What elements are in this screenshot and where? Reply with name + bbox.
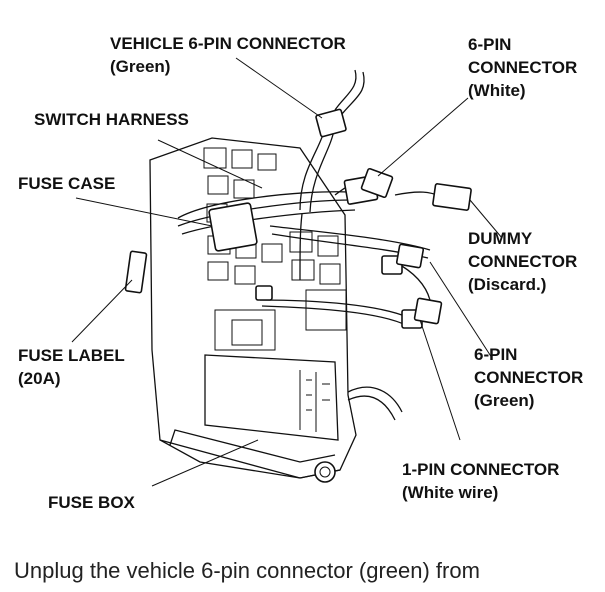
label-6-pin-connector-white: 6-PIN CONNECTOR (White) <box>468 35 578 100</box>
label-fuse-label: FUSE LABEL (20A) <box>18 346 125 388</box>
label-switch-harness: SWITCH HARNESS <box>34 110 189 129</box>
label-vehicle-6-pin-connector: VEHICLE 6-PIN CONNECTOR (Green) <box>110 34 346 76</box>
instruction-caption: Unplug the vehicle 6-pin connector (gree… <box>14 558 480 583</box>
connectors <box>124 108 472 329</box>
wiring-harness <box>177 69 441 327</box>
leader-lines <box>71 57 503 487</box>
label-fuse-case: FUSE CASE <box>18 174 116 193</box>
label-fuse-box: FUSE BOX <box>48 493 135 512</box>
label-1-pin-connector: 1-PIN CONNECTOR (White wire) <box>402 460 560 502</box>
fuse-box-diagram <box>71 57 503 487</box>
label-dummy-connector: DUMMY CONNECTOR (Discard.) <box>468 229 578 294</box>
fuse-box-illustration <box>149 137 403 483</box>
label-6-pin-connector-green: 6-PIN CONNECTOR (Green) <box>474 345 584 410</box>
